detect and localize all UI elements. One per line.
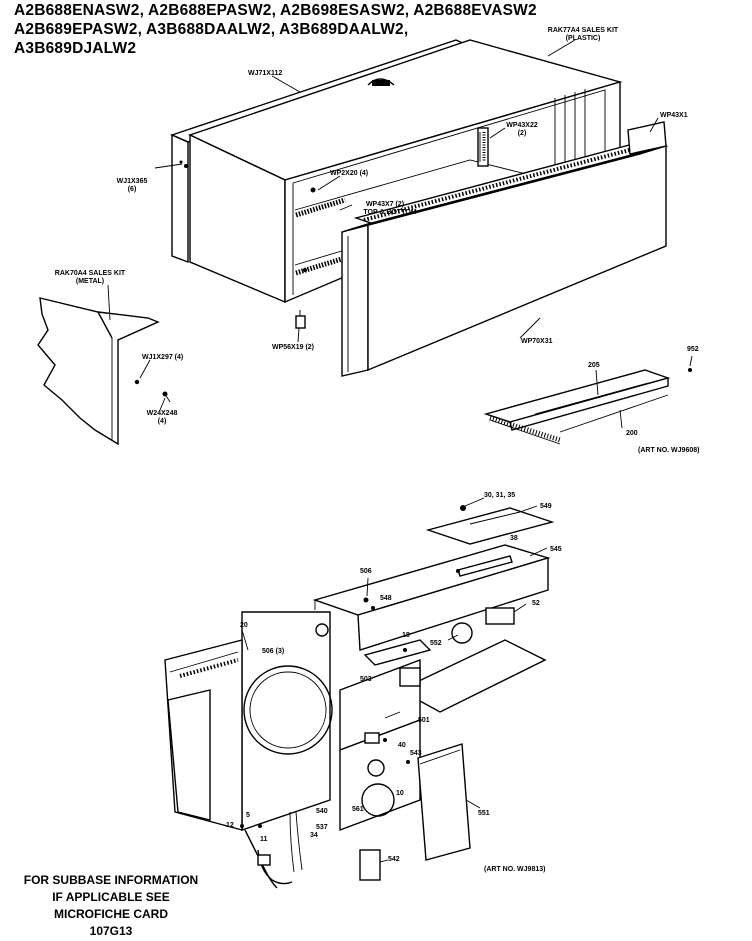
callout-506: 506 [360,568,372,575]
callout-w24x248-line2: (4) [157,418,167,425]
callout-561: 561 [352,806,364,813]
callout-wp2x20: WP2X20 (4) [330,170,369,177]
model-list-line-2: A2B689EPASW2, A3B688DAALW2, A3B689DAALW2… [14,21,409,38]
art-number-upper: (ART NO. WJ9608) [638,447,700,454]
callout-wp43x1: WP43X1 [660,112,688,119]
callout-551: 551 [478,810,490,817]
callout-506-3: 506 (3) [262,648,285,655]
callout-rak70a4-line1: RAK70A4 SALES KIT [54,270,126,277]
callout-wp43x7-line1: WP43X7 (2) [365,201,405,208]
callout-548: 548 [380,595,392,602]
callout-rak77a4-line1: RAK77A4 SALES KIT [547,27,619,34]
subbase-note: FOR SUBBASE INFORMATION IF APPLICABLE SE… [8,872,214,940]
callout-11: 11 [260,836,268,843]
leader-lines-upper [107,39,693,429]
art-number-lower: (ART NO. WJ9813) [484,866,546,873]
front-panel-wp70x31 [341,121,667,377]
callout-wj1x365-line1: WJ1X365 [116,178,148,185]
callout-wp56x19: WP56X19 (2) [272,344,315,351]
clip-wp56x19 [295,310,306,329]
callout-200: 200 [626,430,638,437]
side-extension-rak70a4 [37,297,171,446]
callout-549: 549 [540,503,552,510]
callout-34: 34 [310,832,318,839]
callout-545: 545 [550,546,562,553]
callout-40: 40 [398,742,406,749]
leader-lines-lower [241,497,548,863]
callout-537: 537 [316,824,328,831]
callout-wj1x365-line2: (6) [127,186,137,193]
subbase-note-line-1: FOR SUBBASE INFORMATION [23,873,199,887]
callout-wp43x7-line2: TOP & BOTTOM [363,209,417,216]
callout-wp43x22-line1: WP43X22 [506,122,538,129]
callout-10: 10 [396,790,404,797]
callout-543: 543 [410,750,422,757]
chassis-assembly [164,505,555,889]
callout-52: 52 [532,600,540,607]
callout-38: 38 [510,535,518,542]
callout-12: 12 [226,822,234,829]
callout-952: 952 [687,346,699,353]
model-list-line-3: A3B689DJALW2 [14,40,137,57]
subbase-note-line-4: 107G13 [89,924,133,938]
callout-wp43x22-line2: (2) [517,130,527,137]
callout-503: 503 [360,676,372,683]
callout-5: 5 [246,812,250,819]
callout-w24x248-line1: W24X248 [146,410,178,417]
callout-501: 501 [418,717,430,724]
callout-rak70a4-line2: (METAL) [75,278,105,285]
callout-wj71x112: WJ71X112 [248,70,283,77]
callout-18: 18 [402,632,410,639]
subbase-note-line-3: MICROFICHE CARD [54,907,168,921]
callout-wp70x31: WP70X31 [521,338,553,345]
callout-540: 540 [316,808,328,815]
base-pan [483,368,692,445]
subbase-note-line-2: IF APPLICABLE SEE [52,890,170,904]
bracket-wp43x22 [477,127,489,167]
callout-542: 542 [388,856,400,863]
model-list-line-1: A2B688ENASW2, A2B688EPASW2, A2B698ESASW2… [14,2,537,19]
callout-30-31-35: 30, 31, 35 [484,492,516,499]
callout-rak77a4-line2: (PLASTIC) [565,35,601,42]
callout-20: 20 [240,622,248,629]
callout-552: 552 [430,640,442,647]
callout-wj1x297: WJ1X297 (4) [142,354,184,361]
callout-205: 205 [588,362,600,369]
